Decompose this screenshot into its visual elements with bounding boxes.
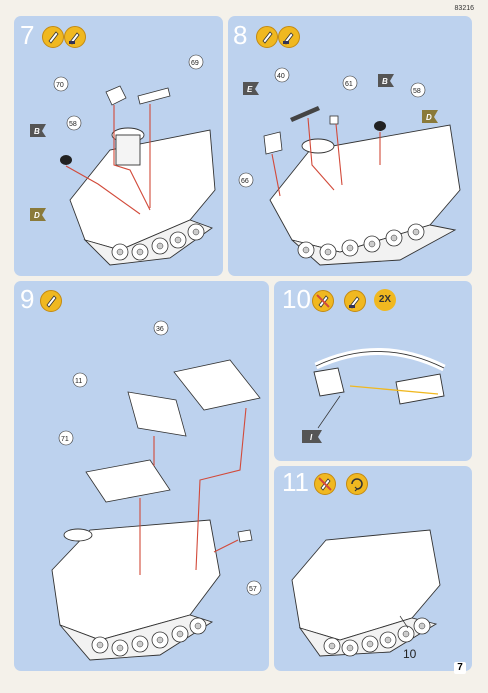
flag-B-step7: B	[34, 127, 40, 136]
label-part-61: 61	[345, 81, 353, 88]
track-loop	[313, 348, 446, 405]
step-8-number: 8	[233, 20, 248, 50]
flags: B D E B D I	[30, 74, 438, 443]
doc-code: 83216	[454, 5, 474, 12]
hull-step-7	[69, 127, 216, 266]
label-part-71: 71	[61, 436, 69, 443]
glue-icon	[40, 290, 62, 312]
page-number: 7	[454, 662, 466, 674]
part-57-shape	[237, 529, 253, 543]
no-glue-icon	[314, 473, 336, 495]
no-glue-icon	[312, 290, 334, 312]
step-9-number: 9	[20, 284, 35, 314]
label-part-58-step8: 58	[413, 88, 421, 95]
step-10-number: 10	[282, 284, 311, 314]
part-58-shape-8	[374, 121, 386, 131]
hull-step-9	[51, 519, 221, 661]
paint-brush-icon	[278, 26, 300, 48]
hull-step-8	[269, 124, 461, 266]
label-part-10: 10	[403, 647, 417, 661]
rotate-icon	[346, 473, 368, 495]
flag-D-step7: D	[34, 211, 40, 220]
part-69-shape	[137, 87, 171, 105]
label-part-40: 40	[277, 73, 285, 80]
part-36-shape	[173, 359, 261, 411]
glue-icon	[256, 26, 278, 48]
flag-B-step8: B	[382, 77, 388, 86]
label-part-36: 36	[156, 326, 164, 333]
flag-E-step8: E	[247, 85, 253, 94]
part-callouts: 70 69 58 40 61 58 66 36 11 71 57 10	[53, 54, 426, 661]
part-40-shape	[290, 106, 320, 122]
label-part-58: 58	[69, 121, 77, 128]
step-11-number: 11	[282, 467, 309, 497]
part-66-shape	[263, 131, 283, 155]
hull-step-11	[291, 529, 441, 657]
label-part-11: 11	[75, 378, 82, 385]
part-70-shape	[105, 85, 127, 106]
part-61-shape	[329, 115, 339, 125]
step-7-number: 7	[20, 20, 35, 50]
paint-brush-icon	[344, 290, 366, 312]
label-part-69: 69	[191, 60, 199, 67]
flag-D-step8: D	[426, 113, 432, 122]
glue-icon	[42, 26, 64, 48]
paint-brush-icon	[64, 26, 86, 48]
multiplier-badge: 2X	[374, 289, 396, 311]
label-part-70: 70	[56, 82, 64, 89]
part-71-shape	[85, 459, 171, 503]
part-11-shape	[127, 391, 187, 437]
label-part-57: 57	[249, 586, 257, 593]
flag-I-step10: I	[310, 433, 313, 442]
part-58-shape	[60, 155, 72, 165]
label-part-66: 66	[241, 178, 249, 185]
